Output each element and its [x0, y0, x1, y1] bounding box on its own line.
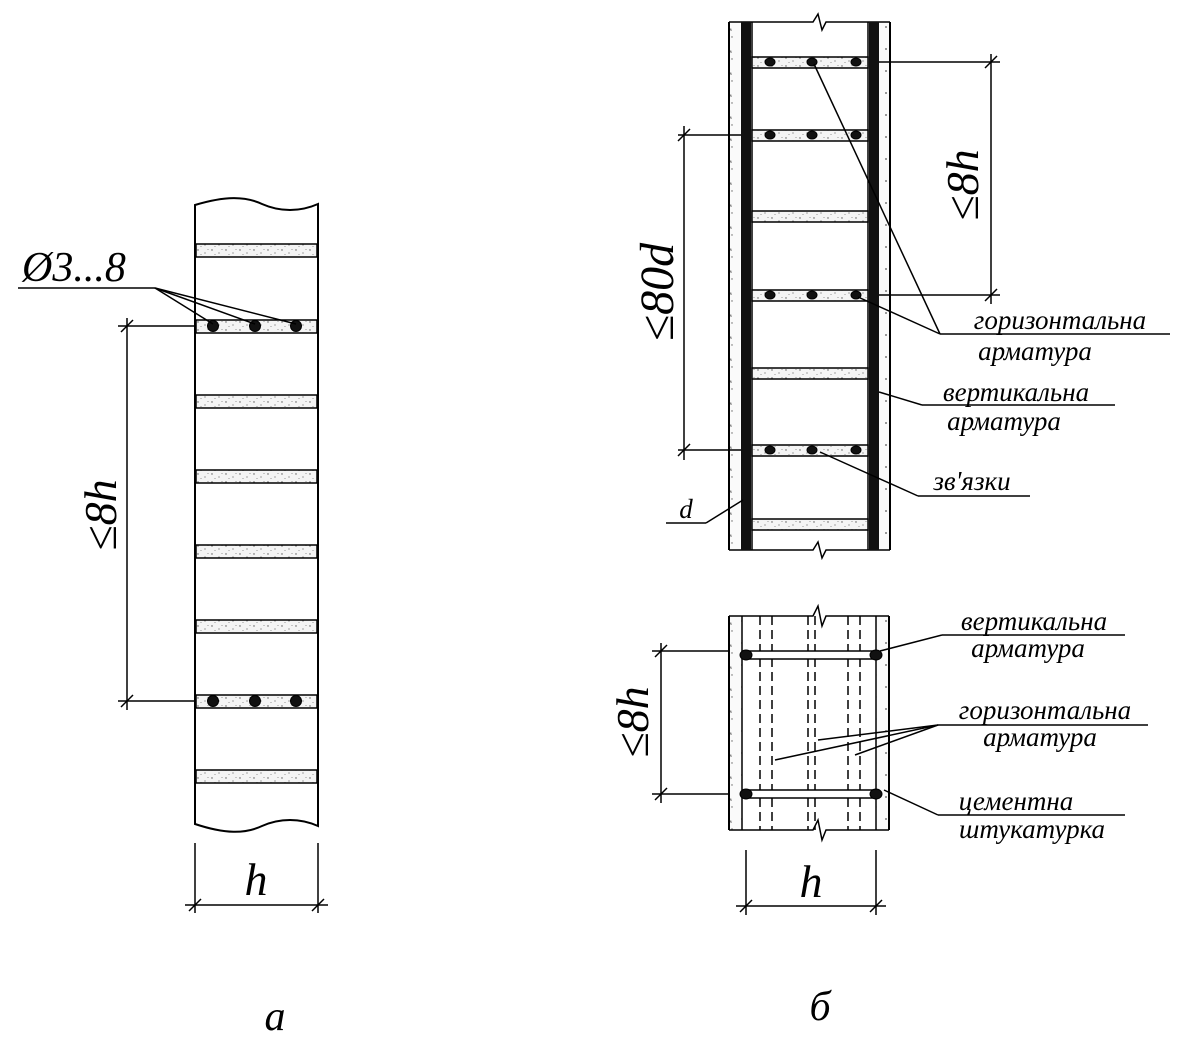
wall-a-rebar [207, 320, 302, 707]
figure-a-caption: а [265, 994, 286, 1040]
section-vertical-rebar-label-line1: вертикальна [961, 606, 1107, 636]
vertical-rebar-right [869, 22, 879, 550]
section-horizontal-rebar-leader [774, 724, 1148, 761]
bar-diameter-leader [666, 499, 744, 524]
section-horizontal-ties [739, 649, 883, 800]
section-spacing-label: ≤8h [607, 686, 658, 757]
horizontal-rebar-label-line1: горизонтальна [974, 305, 1146, 335]
plaster-leader [883, 789, 1125, 816]
left-plaster-layer [729, 22, 740, 550]
section-thickness-label: h [800, 856, 823, 907]
section-outline [728, 603, 890, 843]
wall-a-spacing-label: ≤8h [75, 479, 126, 550]
ties-leader [819, 451, 1030, 497]
bar-diameter-label: d [679, 494, 693, 524]
horizontal-rebar-label-line2: арматура [978, 336, 1092, 366]
figure-b-caption: б [809, 984, 832, 1030]
wall-b-horizontal-rebar [764, 57, 862, 455]
ties-label: зв'язки [932, 466, 1010, 496]
section-thickness-dimension [736, 850, 886, 915]
vertical-rebar-label-line1: вертикальна [943, 377, 1089, 407]
wall-a-outline [194, 197, 319, 833]
vertical-rebar-label-line2: арматура [947, 406, 1061, 436]
section-horizontal-rebar-label-line2: арматура [983, 722, 1097, 752]
right-plaster-layer [879, 22, 890, 550]
wall-a-spacing-dimension [118, 318, 196, 710]
spacing-8h-dimension-elevation [879, 54, 1000, 304]
section-spacing-dimension [652, 643, 730, 803]
wall-a-mortar-joints [195, 243, 318, 784]
plaster-label-line1: цементна [959, 786, 1074, 816]
wall-b-section: ≤8h вертикальна арматура горизонтальна а… [607, 603, 1148, 1030]
wall-a-thickness-label: h [245, 854, 268, 905]
section-vertical-rebar-label-line2: арматура [971, 633, 1085, 663]
wall-a-diameter-leader [18, 287, 297, 325]
wall-a-diameter-label: Ø3...8 [21, 245, 126, 291]
section-vertical-rebar-leader [879, 634, 1125, 652]
spacing-8h-label-elevation: ≤8h [937, 149, 988, 220]
wall-b-outline [728, 12, 891, 561]
horizontal-rebar-leader [813, 63, 1170, 335]
wall-a-thickness-dimension [185, 843, 328, 913]
section-right-plaster [876, 616, 889, 830]
wall-b-elevation: ≤80d ≤8h горизонтальна арматура вертикал… [631, 12, 1170, 561]
vertical-rebar-left [741, 22, 751, 550]
spacing-80d-dimension [677, 126, 741, 460]
wall-a-elevation: Ø3...8 ≤8h h а [18, 197, 328, 1040]
vertical-rebar-leader [878, 391, 1115, 406]
spacing-80d-label: ≤80d [631, 242, 684, 341]
plaster-label-line2: штукатурка [959, 814, 1105, 844]
section-left-plaster [729, 616, 742, 830]
section-horizontal-rebar-label-line1: горизонтальна [959, 695, 1131, 725]
